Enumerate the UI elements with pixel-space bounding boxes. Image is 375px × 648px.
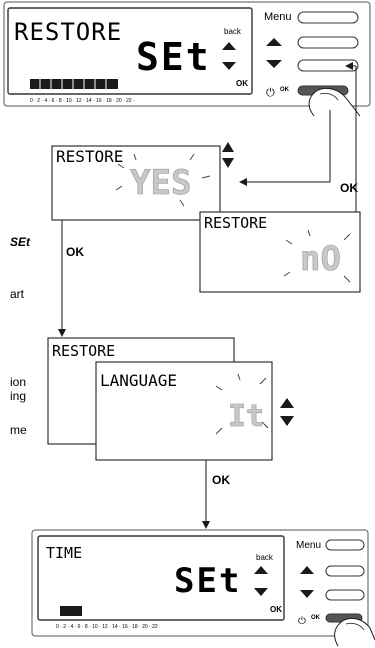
down-triangle-icon — [254, 588, 268, 596]
down-arrow-icon — [280, 416, 294, 426]
scale-ticks: 0 · 2 · 4 · 6 · 8 · 10 · 12 · 14 · 16 · … — [30, 98, 135, 104]
down-arrow-icon — [222, 158, 234, 168]
bar-graph — [60, 606, 82, 616]
arrow-ok-left-label: OK — [66, 245, 84, 259]
up-arrow-icon — [266, 38, 282, 46]
power-person-icon: ⏻ — [266, 86, 275, 99]
ok-key-label: OK — [311, 615, 321, 621]
up-triangle-icon — [222, 42, 236, 50]
back-label: back — [256, 553, 274, 562]
ok-label: OK — [236, 79, 248, 88]
menu-label: Menu — [296, 540, 321, 551]
clipped-line: ion — [10, 375, 26, 389]
clipped-line: art — [10, 287, 25, 301]
clipped-line: ing — [10, 389, 26, 403]
screen-restore-label: RESTORE — [52, 342, 115, 360]
up-button[interactable] — [297, 36, 359, 49]
blink-rays — [115, 153, 211, 207]
display-label: TIME — [46, 544, 82, 562]
back-label: back — [224, 27, 242, 36]
screen-language-label: LANGUAGE — [100, 371, 177, 390]
ok-key-label: OK — [280, 87, 290, 93]
up-triangle-icon — [254, 566, 268, 574]
blink-rays — [215, 373, 269, 435]
clipped-line: SEt — [10, 235, 31, 249]
screen-yes-value: YES — [130, 163, 191, 203]
screen-no-label: RESTORE — [204, 214, 267, 232]
screen-no: RESTORE nO — [199, 211, 361, 293]
lcd-display — [7, 7, 253, 95]
blink-rays — [283, 229, 351, 283]
down-arrow-icon — [266, 60, 282, 68]
up-arrow-icon — [280, 398, 294, 408]
clipped-text: SEt art ion ing me — [10, 235, 31, 437]
menu-label: Menu — [264, 11, 292, 23]
up-button[interactable] — [325, 565, 365, 577]
screen-language-value: It — [228, 399, 264, 434]
down-arrow-icon — [300, 590, 314, 598]
screen-yes: RESTORE YES — [51, 142, 234, 221]
device-top: RESTORE SEt back OK 0 · 2 · 4 · 6 · 8 · … — [3, 1, 371, 117]
clipped-line: me — [10, 423, 27, 437]
down-triangle-icon — [222, 62, 236, 70]
up-arrow-icon — [300, 566, 314, 574]
up-arrow-icon — [222, 142, 234, 152]
display-value: SEt — [174, 561, 241, 601]
down-button[interactable] — [297, 59, 359, 72]
arrow-ok-right: OK — [340, 62, 358, 218]
finger-icon — [308, 87, 361, 117]
bar-graph — [30, 79, 118, 89]
ok-label: OK — [270, 605, 282, 614]
down-button[interactable] — [325, 589, 365, 601]
screen-yes-label: RESTORE — [56, 147, 123, 166]
display-label: RESTORE — [14, 18, 122, 46]
power-person-icon: ⏻ — [298, 616, 306, 627]
finger-icon — [334, 617, 375, 647]
arrow-ok-bottom-label: OK — [212, 473, 230, 487]
screen-no-value: nO — [300, 239, 341, 279]
display-value: SEt — [136, 35, 211, 79]
menu-button[interactable] — [297, 11, 359, 24]
scale-ticks: 0 · 2 · 4 · 6 · 8 · 10 · 12 · 14 · 16 · … — [56, 624, 161, 630]
arrow-ok-right-label: OK — [340, 181, 358, 195]
screen-language: LANGUAGE It — [95, 361, 294, 461]
menu-button[interactable] — [325, 539, 365, 551]
device-bottom: TIME SEt back OK 0 · 2 · 4 · 6 · 8 · 10 … — [31, 529, 375, 647]
lcd-display — [37, 535, 285, 621]
